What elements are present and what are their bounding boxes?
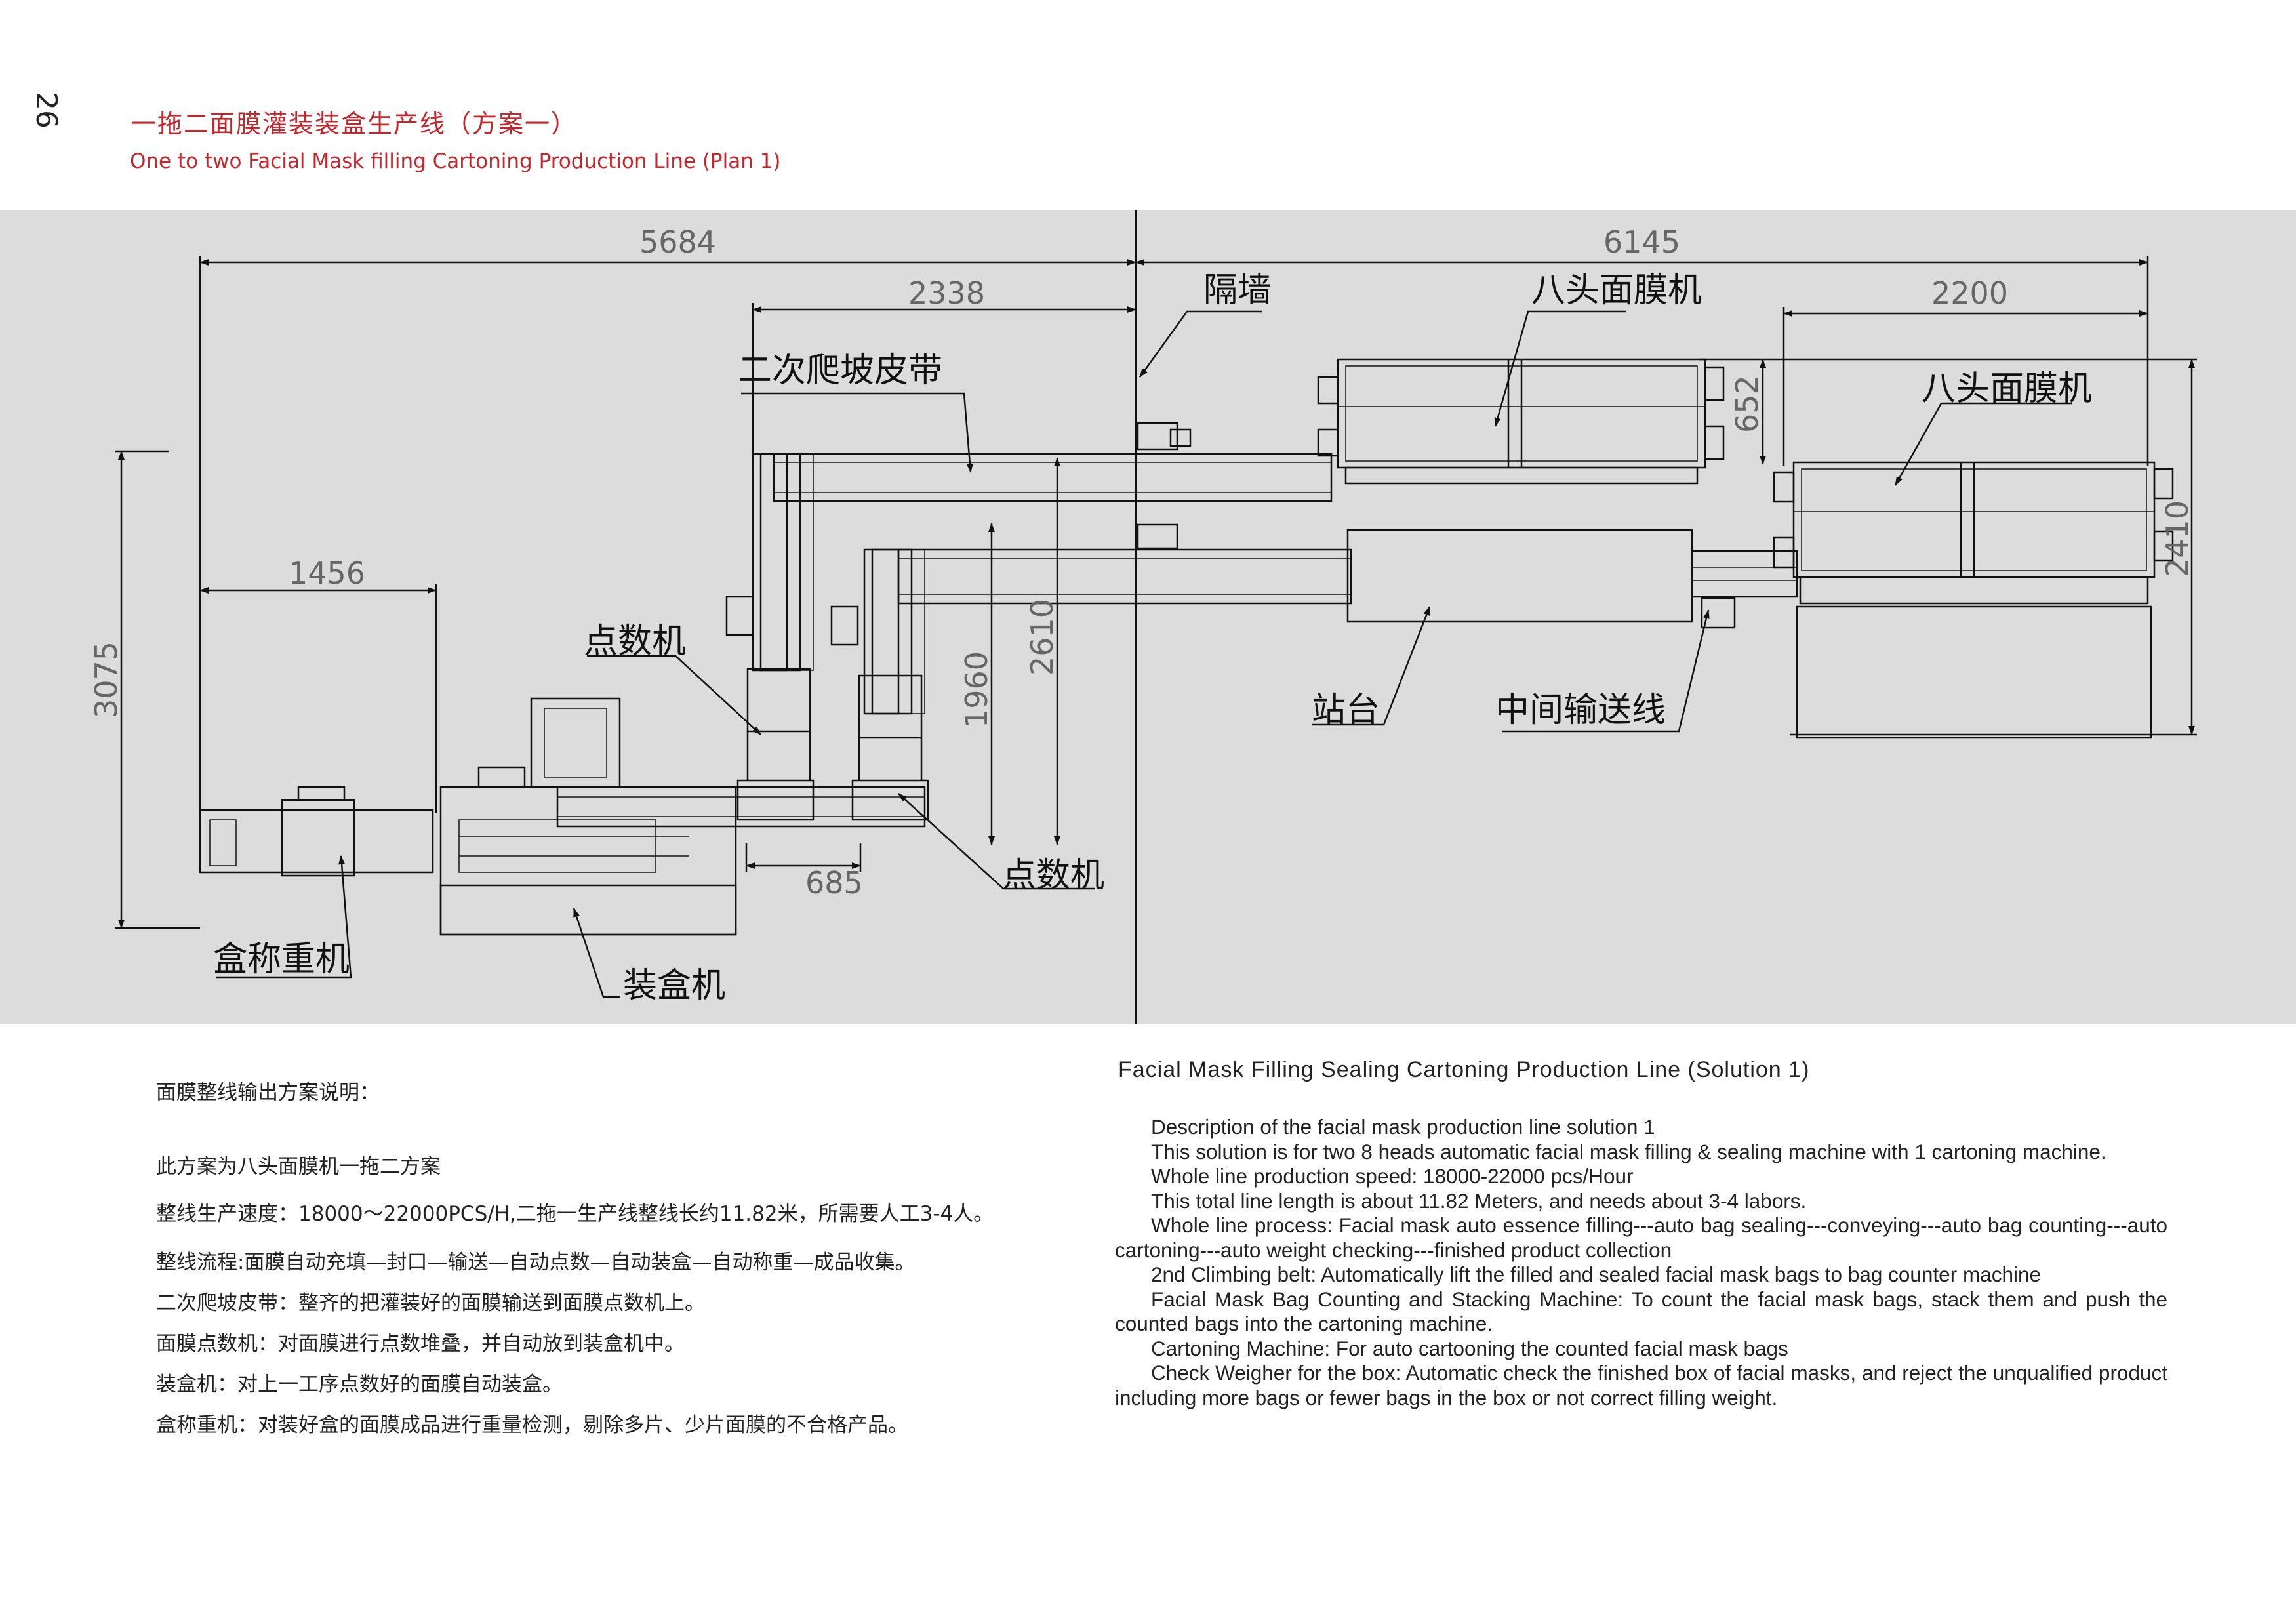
leader-partition-wall: [1138, 310, 1262, 378]
eight-head-machine-2: [1773, 461, 2174, 739]
cn-line-7: 盒称重机：对装好盒的面膜成品进行重量检测，剔除多片、少片面膜的不合格产品。: [156, 1413, 908, 1437]
dimension-2200: [1782, 307, 2148, 466]
leader-middle-conveyor: [1502, 609, 1710, 733]
lower-conveyor: [897, 523, 1352, 605]
label-eight-head-1: 八头面膜机: [1531, 271, 1702, 310]
cn-line-1: 此方案为八头面膜机一拖二方案: [156, 1155, 441, 1179]
counting-machine-1: [736, 668, 815, 821]
label-counter-2: 点数机: [1002, 856, 1104, 895]
dimension-652: [1699, 358, 2197, 465]
leader-box-weigher: [216, 855, 352, 979]
upper-conveyor: [773, 422, 1333, 502]
leader-counter-1: [587, 655, 761, 735]
dim-5684-text: 5684: [639, 224, 716, 260]
en-title: Facial Mask Filling Sealing Cartoning Pr…: [1118, 1057, 1810, 1082]
dimension-3075: [115, 450, 200, 929]
en-body: Description of the facial mask productio…: [1115, 1115, 2167, 1410]
en-paragraph-4: This total line length is about 11.82 Me…: [1151, 1188, 1807, 1213]
cn-line-3: 整线流程:面膜自动充填—封口—输送—自动点数—自动装盒—自动称重—成品收集。: [156, 1251, 916, 1274]
label-middle-conveyor: 中间输送线: [1495, 691, 1666, 730]
dim-2410-text: 2410: [2160, 500, 2195, 577]
leader-cartoner: [573, 908, 620, 998]
leader-counter-2: [898, 793, 1095, 890]
dim-6145-text: 6145: [1603, 224, 1680, 260]
eight-head-machine-1: [1317, 358, 1725, 485]
cn-line-4: 二次爬坡皮带：整齐的把灌装好的面膜输送到面膜点数机上。: [156, 1291, 705, 1315]
dimension-685: [745, 843, 862, 872]
label-counter-1: 点数机: [584, 622, 686, 661]
leader-eight-head-2: [1894, 402, 2072, 486]
dimension-2410: [1790, 359, 2197, 736]
leader-platform: [1312, 606, 1431, 726]
platform: [1346, 529, 1693, 623]
cn-line-5: 面膜点数机：对面膜进行点数堆叠，并自动放到装盒机中。: [156, 1332, 685, 1356]
middle-conveyor: [1691, 550, 1798, 629]
en-paragraph-2: This solution is for two 8 heads automat…: [1151, 1139, 2106, 1163]
leader-eight-head-1: [1494, 310, 1626, 427]
dim-2610-text: 2610: [1024, 599, 1060, 676]
transfer-belt: [556, 786, 926, 828]
climbing-belt-2: [830, 548, 925, 715]
page-number: 26: [30, 92, 63, 129]
en-paragraph-5: Whole line process: Facial mask auto ess…: [1115, 1213, 2167, 1262]
leader-climbing-belt: [741, 392, 973, 473]
en-paragraph-7: Facial Mask Bag Counting and Stacking Ma…: [1115, 1287, 2167, 1336]
climbing-belt-1: [725, 453, 814, 672]
dim-2200-text: 2200: [1931, 275, 2008, 311]
cn-line-6: 装盒机：对上一工序点数好的面膜自动装盒。: [156, 1373, 563, 1396]
dim-2338-text: 2338: [908, 275, 985, 311]
cartoning-machine: [439, 697, 737, 936]
label-platform: 站台: [1312, 691, 1380, 730]
dim-652-text: 652: [1729, 375, 1765, 433]
dim-1960-text: 1960: [959, 651, 994, 728]
dim-3075-text: 3075: [89, 641, 124, 718]
en-paragraph-1: Description of the facial mask productio…: [1151, 1115, 1655, 1139]
en-paragraph-8: Cartoning Machine: For auto cartooning t…: [1151, 1336, 1788, 1360]
label-climbing-belt: 二次爬坡皮带: [738, 351, 942, 390]
dimension-1456: [199, 584, 437, 813]
en-paragraph-9: Check Weigher for the box: Automatic che…: [1115, 1361, 2167, 1409]
cn-line-2: 整线生产速度：18000～22000PCS/H,二拖一生产线整线长约11.82米…: [156, 1202, 994, 1226]
layout-drawing: 5684 6145 2338 2200 1456 685 3075 652 24…: [0, 210, 2296, 1024]
layout-drawing-svg: 5684 6145 2338 2200 1456 685 3075 652 24…: [89, 210, 2197, 1024]
dim-685-text: 685: [805, 865, 863, 900]
cn-heading: 面膜整线输出方案说明：: [156, 1081, 380, 1104]
label-eight-head-2: 八头面膜机: [1922, 369, 2092, 409]
page-title-en: One to two Facial Mask filling Cartoning…: [130, 150, 781, 173]
page-title-cn: 一拖二面膜灌装装盒生产线（方案一）: [131, 110, 578, 138]
label-partition-wall: 隔墙: [1203, 271, 1272, 310]
label-cartoner: 装盒机: [623, 966, 725, 1005]
dimension-2338: [752, 303, 1137, 469]
en-paragraph-6: 2nd Climbing belt: Automatically lift th…: [1151, 1263, 2042, 1286]
box-check-weigher: [199, 786, 434, 877]
en-paragraph-3: Whole line production speed: 18000-22000…: [1151, 1164, 1634, 1188]
label-box-weigher: 盒称重机: [213, 940, 350, 979]
dim-1456-text: 1456: [289, 556, 365, 591]
counting-machine-2: [851, 674, 929, 821]
dimension-5684: [199, 256, 1137, 869]
